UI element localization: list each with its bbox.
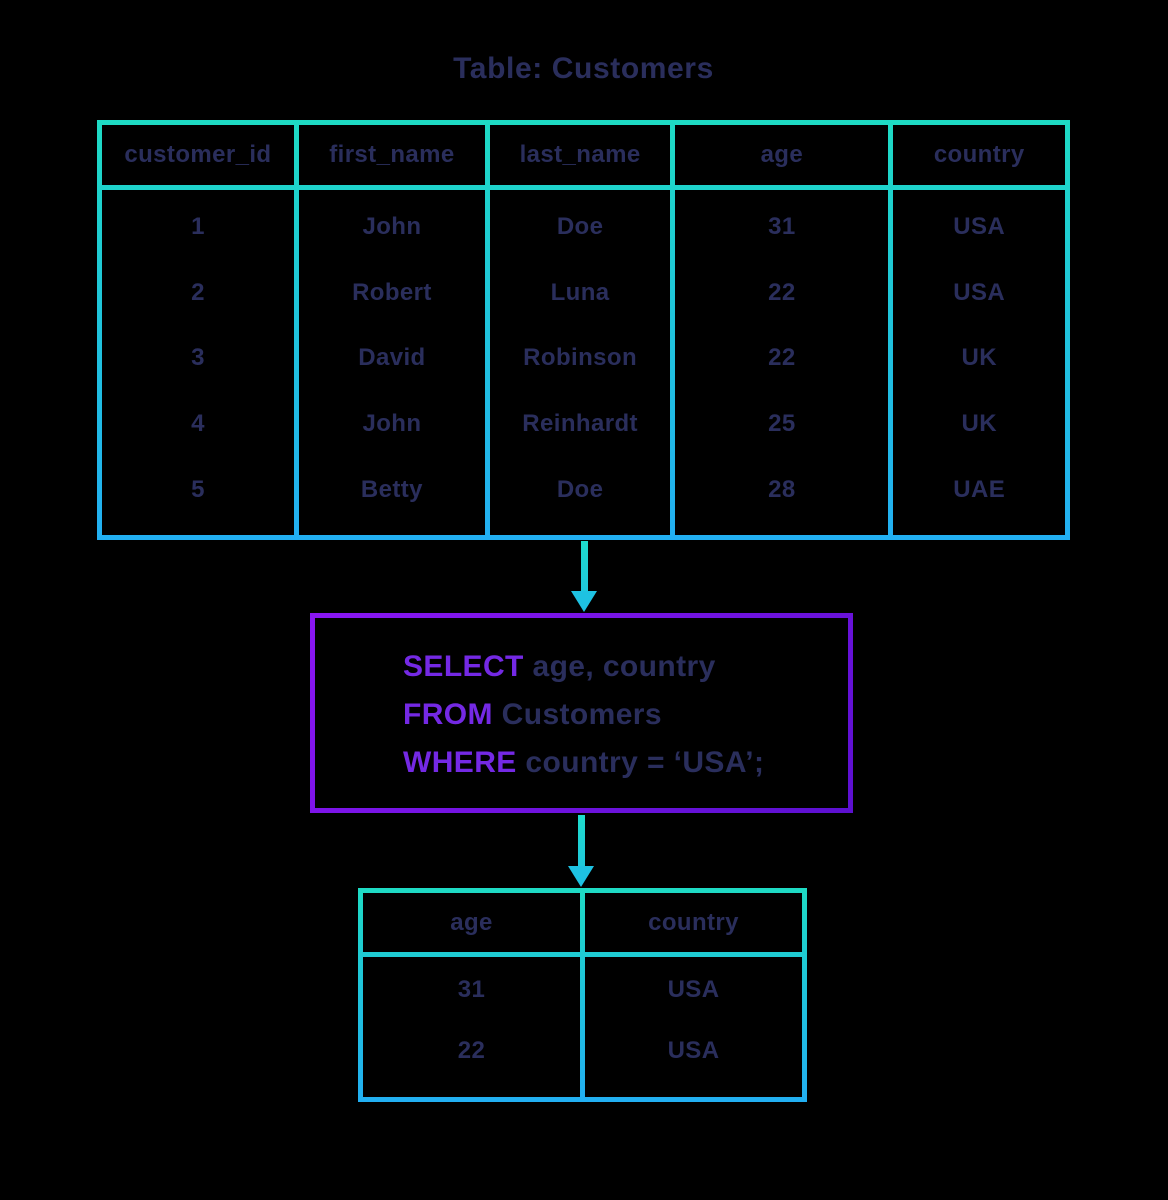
- sql-line-where: WHERE country = ‘USA’;: [403, 739, 848, 787]
- cell-value: 28: [768, 476, 796, 504]
- result-column-age: 31 22: [363, 957, 580, 1097]
- customers-table: customer_id first_name last_name age cou…: [97, 120, 1070, 540]
- sql-clause: country = ‘USA’;: [516, 746, 765, 779]
- result-header-age: age: [363, 893, 580, 952]
- cell-value: Betty: [360, 476, 423, 504]
- result-column-country: USA USA: [585, 957, 802, 1097]
- column-header-customer-id: customer_id: [102, 125, 294, 185]
- arrow-down-icon: [571, 541, 597, 612]
- cell-value: 25: [768, 410, 796, 438]
- cell-value: 31: [457, 975, 486, 1003]
- cell-value: John: [362, 212, 422, 240]
- cell-value: USA: [667, 1036, 720, 1064]
- sql-keyword: FROM: [403, 698, 493, 731]
- arrow-head: [568, 866, 594, 887]
- cell-value: Robinson: [523, 344, 638, 372]
- cell-value: 22: [457, 1036, 486, 1064]
- column-header-country: country: [893, 125, 1065, 185]
- cell-value: Robert: [352, 278, 432, 306]
- sql-keyword: SELECT: [403, 650, 524, 683]
- column-last-name: Doe Luna Robinson Reinhardt Doe: [489, 190, 671, 535]
- column-first-name: John Robert David John Betty: [298, 190, 485, 535]
- cell-value: 5: [191, 476, 205, 504]
- cell-value: UK: [961, 344, 997, 372]
- cell-value: UAE: [953, 476, 1006, 504]
- cell-value: USA: [953, 212, 1006, 240]
- cell-value: 31: [768, 212, 796, 240]
- sql-query-text: SELECT age, country FROM Customers WHERE…: [315, 618, 848, 808]
- sql-clause: Customers: [492, 698, 662, 731]
- result-header-country: country: [585, 893, 802, 952]
- column-customer-id: 1 2 3 4 5: [102, 190, 294, 535]
- sql-keyword: WHERE: [403, 746, 517, 779]
- column-header-last-name: last_name: [489, 125, 671, 185]
- table-title: Table: Customers: [453, 52, 714, 85]
- arrow-shaft: [580, 541, 588, 591]
- cell-value: 1: [191, 212, 205, 240]
- cell-value: 22: [768, 278, 796, 306]
- column-header-age: age: [675, 125, 889, 185]
- arrow-down-icon: [568, 815, 594, 887]
- cell-value: UK: [961, 410, 997, 438]
- cell-value: Luna: [550, 278, 610, 306]
- column-header-first-name: first_name: [298, 125, 485, 185]
- arrow-head: [571, 591, 597, 612]
- cell-value: USA: [953, 278, 1006, 306]
- cell-value: Doe: [556, 212, 604, 240]
- cell-value: Reinhardt: [522, 410, 638, 438]
- arrow-shaft: [577, 815, 585, 866]
- column-country: USA USA UK UK UAE: [893, 190, 1065, 535]
- cell-value: David: [358, 344, 426, 372]
- cell-value: USA: [667, 975, 720, 1003]
- cell-value: 3: [191, 344, 205, 372]
- sql-query-box: SELECT age, country FROM Customers WHERE…: [310, 613, 853, 813]
- cell-value: 22: [768, 344, 796, 372]
- cell-value: Doe: [556, 476, 604, 504]
- result-table: age country 31 22 USA USA: [358, 888, 807, 1102]
- sql-line-select: SELECT age, country: [403, 643, 848, 691]
- cell-value: 4: [191, 410, 205, 438]
- cell-value: 2: [191, 278, 205, 306]
- cell-value: John: [362, 410, 422, 438]
- column-age: 31 22 22 25 28: [675, 190, 889, 535]
- sql-line-from: FROM Customers: [403, 691, 848, 739]
- sql-clause: age, country: [523, 650, 716, 683]
